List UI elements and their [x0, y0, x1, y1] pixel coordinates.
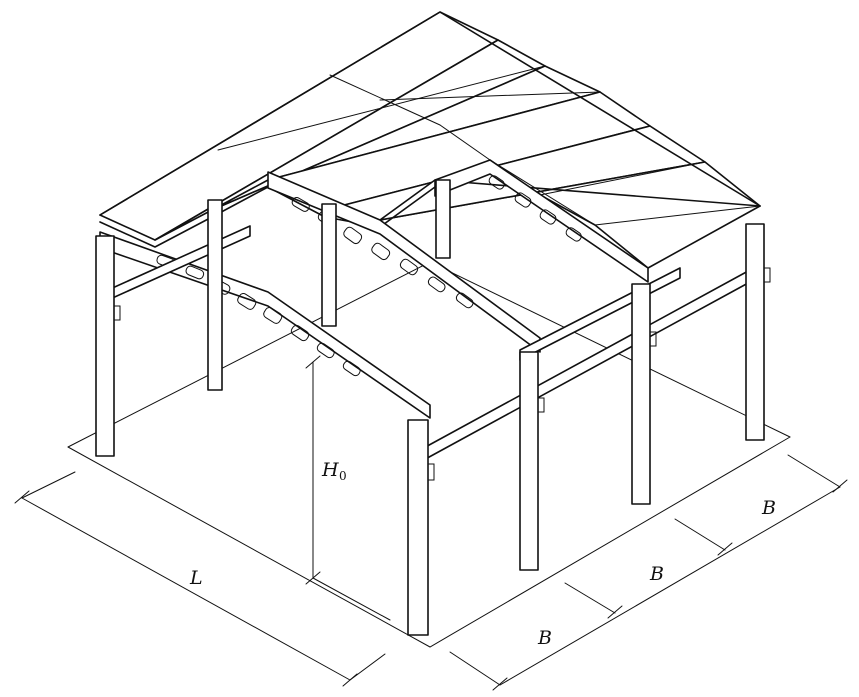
bay-label-1: B	[537, 627, 552, 649]
middle-truss	[267, 171, 541, 353]
front-truss	[99, 231, 431, 419]
columns	[95, 179, 771, 636]
bay-label-3: B	[761, 497, 776, 519]
bay-dimensions: B B B	[449, 454, 848, 691]
roof-panels	[99, 11, 761, 269]
bay-label-2: B	[649, 563, 664, 585]
column-corbels	[113, 267, 771, 481]
height-dimension: H 0	[305, 355, 391, 621]
back-truss-openings	[488, 175, 582, 242]
span-label: L	[189, 567, 203, 589]
middle-truss-openings	[291, 197, 474, 309]
height-subscript: 0	[339, 469, 347, 483]
back-truss	[434, 159, 649, 283]
height-label: H	[321, 459, 339, 481]
span-dimension: L	[14, 471, 386, 687]
